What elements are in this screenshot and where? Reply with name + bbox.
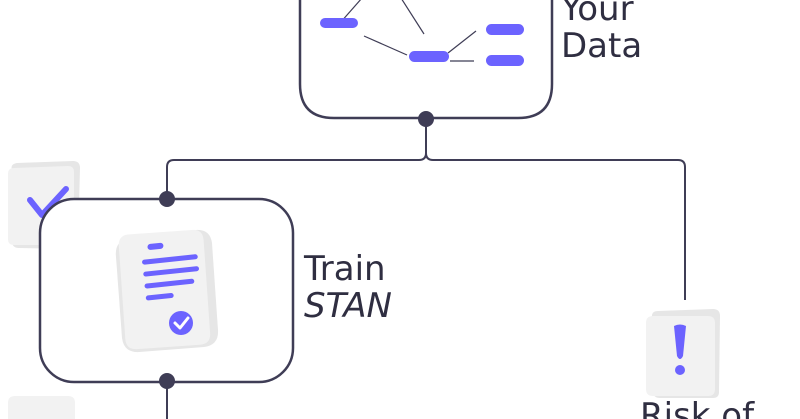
connector-data-to-branch	[166, 119, 427, 199]
data-node	[298, 0, 554, 127]
document-check-icon	[115, 229, 219, 353]
data-node-label-line2: Data	[561, 26, 643, 66]
train-node-label-line2: STAN	[304, 286, 392, 326]
data-node-output-port	[418, 111, 434, 127]
train-node-label: Train STAN	[304, 251, 392, 325]
risk-node-label: Risk of	[640, 398, 754, 419]
risk-node-label-text: Risk of	[640, 396, 755, 419]
train-node-output-port	[159, 373, 175, 389]
train-node	[38, 191, 295, 389]
train-node-label-line1: Train	[304, 249, 386, 289]
connector-branch-to-risk	[425, 152, 686, 300]
network-graph-icon	[320, 0, 524, 66]
data-node-label: Your Data	[561, 0, 642, 65]
data-node-label-line1: Your	[561, 0, 634, 29]
train-node-input-port	[159, 191, 175, 207]
partial-card-icon	[8, 396, 75, 419]
exclamation-card-icon	[646, 309, 720, 398]
